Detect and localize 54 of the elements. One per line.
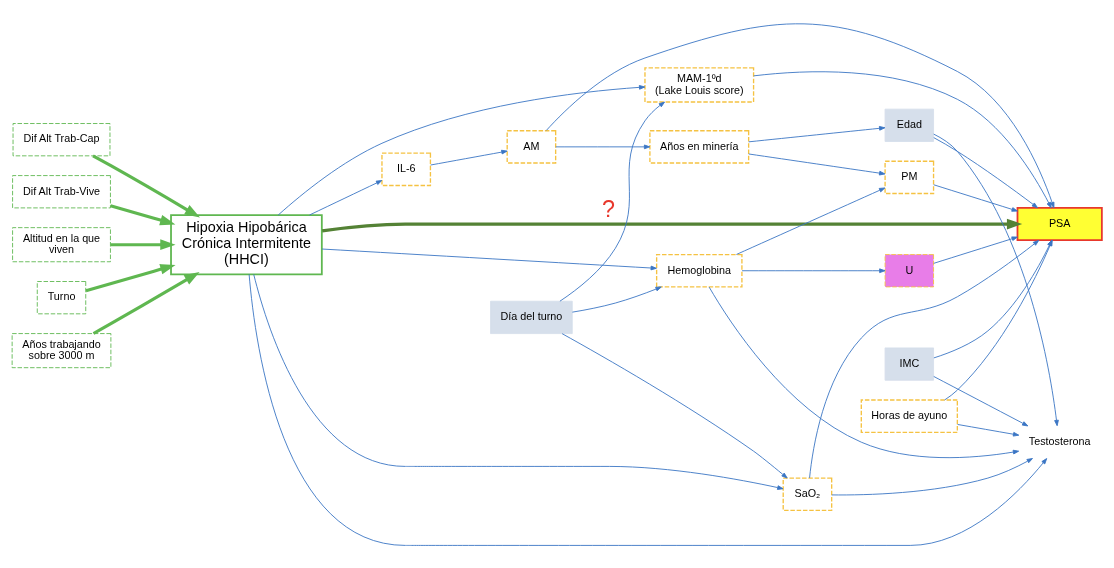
node-box: Altitud en la que viven xyxy=(12,226,111,262)
node-box: Dif Alt Trab-Vive xyxy=(12,174,111,208)
arrow xyxy=(933,136,1038,208)
arrow xyxy=(708,286,1020,458)
arrow xyxy=(753,70,1052,208)
arrow xyxy=(944,239,1053,400)
node-box: IL-6 xyxy=(381,151,432,186)
arrow xyxy=(253,273,784,490)
node-box: Dif Alt Trab-Cap xyxy=(12,122,111,156)
arrow xyxy=(736,187,886,255)
node-box: Día del turno xyxy=(490,300,573,334)
arrow xyxy=(92,154,200,217)
arrow xyxy=(809,239,1040,478)
node-box: Turno xyxy=(36,280,87,314)
edge-label: ? xyxy=(602,195,616,222)
arrow xyxy=(957,423,1020,437)
node-box: Años en minería xyxy=(649,129,750,164)
arrow xyxy=(545,22,1055,208)
arrow xyxy=(571,286,662,313)
arrow xyxy=(110,203,176,225)
arrow xyxy=(430,149,508,165)
arrow xyxy=(933,183,1018,212)
arrow xyxy=(85,263,176,292)
arrow xyxy=(92,271,200,335)
node-box: Años trabajando sobre 3000 m xyxy=(11,332,112,368)
arrow xyxy=(322,218,1023,232)
node-box: Edad xyxy=(884,108,934,142)
arrow xyxy=(321,248,657,270)
node-box: PM xyxy=(884,160,935,194)
arrow xyxy=(561,332,788,478)
node-box: MAM-1ºd (Lake Louis score) xyxy=(644,66,755,103)
arrow xyxy=(831,457,1033,495)
arrow xyxy=(277,84,646,215)
node-box: U xyxy=(884,253,934,287)
node-box: Hipoxia Hipobárica Crónica Intermitente (HHCI) xyxy=(170,213,323,275)
node-box: SaO₂ xyxy=(782,476,833,511)
arrow xyxy=(110,238,176,250)
node-box: Horas de ayuno xyxy=(860,398,958,433)
arrow xyxy=(559,101,665,302)
arrow xyxy=(248,273,1048,546)
node-box: IMC xyxy=(884,347,934,381)
node-box: AM xyxy=(506,129,557,164)
arrow xyxy=(933,239,1053,358)
arrow xyxy=(741,267,886,273)
arrow xyxy=(933,375,1029,426)
arrow xyxy=(933,235,1018,264)
node-box: Hemoglobina xyxy=(655,253,743,288)
arrow xyxy=(748,125,886,142)
arrow xyxy=(933,133,1059,426)
node-box: PSA xyxy=(1016,206,1103,241)
arrow xyxy=(748,153,886,175)
node-text: Testosterona xyxy=(1028,434,1091,447)
arrow xyxy=(555,144,651,149)
arrow xyxy=(309,179,383,215)
